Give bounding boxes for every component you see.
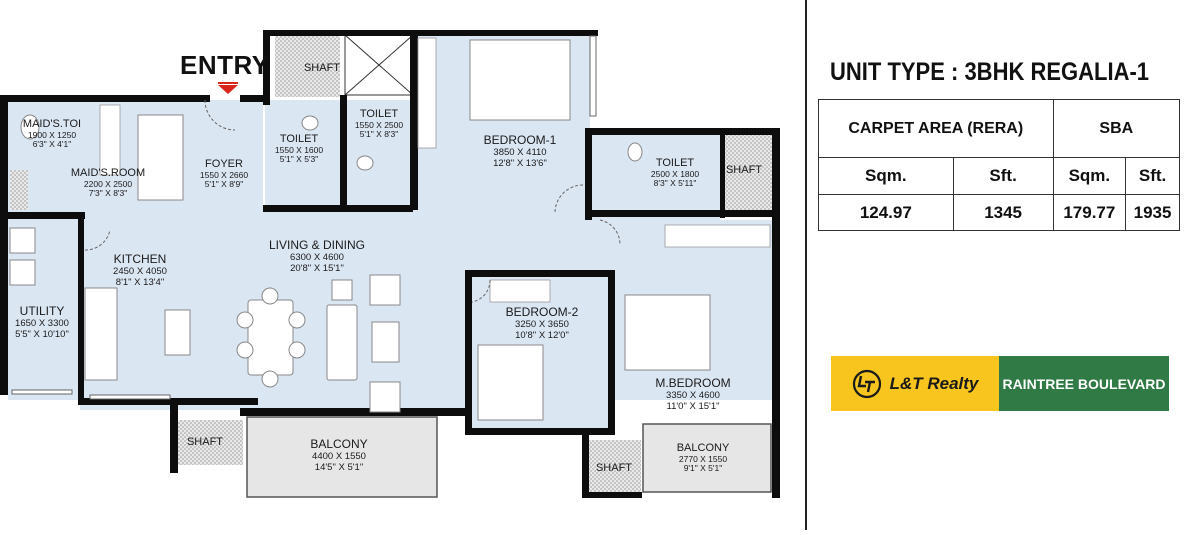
project-name: RAINTREE BOULEVARD [999, 356, 1169, 411]
brand-banner: L&T Realty RAINTREE BOULEVARD [831, 356, 1169, 411]
brand-name: L&T Realty [889, 373, 979, 393]
brand-logo: L&T Realty [831, 356, 999, 411]
panel-divider [805, 0, 807, 530]
entry-label: ENTRY [180, 50, 270, 80]
carpet-area-header: CARPET AREA (RERA) [818, 99, 1054, 158]
unit-header: Sqm. [1052, 157, 1127, 195]
area-table: CARPET AREA (RERA) SBA Sqm. Sft. Sqm. Sf… [818, 99, 1181, 231]
carpet-sft-value: 1345 [952, 194, 1054, 231]
entry-arrow-bar [218, 82, 238, 84]
sba-sqm-value: 179.77 [1052, 194, 1127, 231]
entry-arrow-icon [218, 85, 238, 94]
sba-sft-value: 1935 [1125, 194, 1180, 231]
lt-logo-icon [852, 369, 881, 398]
shaft-label: SHAFT [725, 164, 763, 176]
shaft-label: SHAFT [595, 462, 633, 474]
unit-header: Sft. [1125, 157, 1180, 195]
carpet-sqm-value: 124.97 [818, 194, 954, 231]
floor-plan-drawing [0, 30, 780, 498]
shaft-label: SHAFT [186, 436, 224, 448]
shaft-label: SHAFT [303, 62, 341, 74]
unit-header: Sft. [952, 157, 1054, 195]
unit-type-title: UNIT TYPE : 3BHK REGALIA-1 [830, 58, 1150, 86]
unit-header: Sqm. [818, 157, 954, 195]
sba-header: SBA [1052, 99, 1181, 158]
